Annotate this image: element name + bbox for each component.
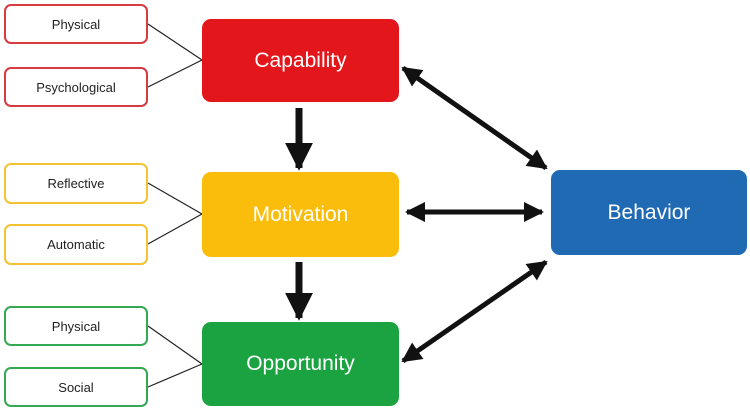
motivation-label: Motivation — [252, 202, 349, 226]
capability-psychological-label: Psychological — [36, 79, 116, 95]
connector-cap-physical — [147, 23, 203, 61]
opportunity-social-box: Social — [4, 367, 148, 407]
connector-mot-reflective — [147, 182, 203, 215]
capability-node: Capability — [202, 19, 399, 102]
connector-opp-physical — [147, 325, 203, 365]
connector-mot-automatic — [147, 213, 203, 245]
opportunity-label: Opportunity — [246, 352, 355, 375]
motivation-automatic-label: Automatic — [47, 237, 105, 252]
capability-physical-label: Physical — [51, 16, 101, 32]
opportunity-social-label: Social — [58, 379, 94, 395]
connector-cap-psychological — [147, 59, 203, 88]
arrow-capability-behavior — [401, 65, 548, 171]
behavior-label: Behavior — [607, 200, 691, 224]
opportunity-physical-label: Physical — [51, 318, 101, 334]
motivation-automatic-box: Automatic — [4, 224, 148, 265]
behavior-node: Behavior — [551, 170, 747, 255]
opportunity-node: Opportunity — [202, 322, 399, 406]
capability-psychological-box: Psychological — [4, 67, 148, 107]
motivation-node: Motivation — [202, 172, 399, 257]
opportunity-physical-box: Physical — [4, 306, 148, 346]
connector-opp-social — [147, 363, 203, 388]
motivation-reflective-box: Reflective — [4, 163, 148, 204]
arrow-opportunity-behavior — [401, 259, 548, 364]
capability-label: Capability — [254, 48, 347, 72]
capability-physical-box: Physical — [4, 4, 148, 44]
motivation-reflective-label: Reflective — [47, 176, 105, 191]
